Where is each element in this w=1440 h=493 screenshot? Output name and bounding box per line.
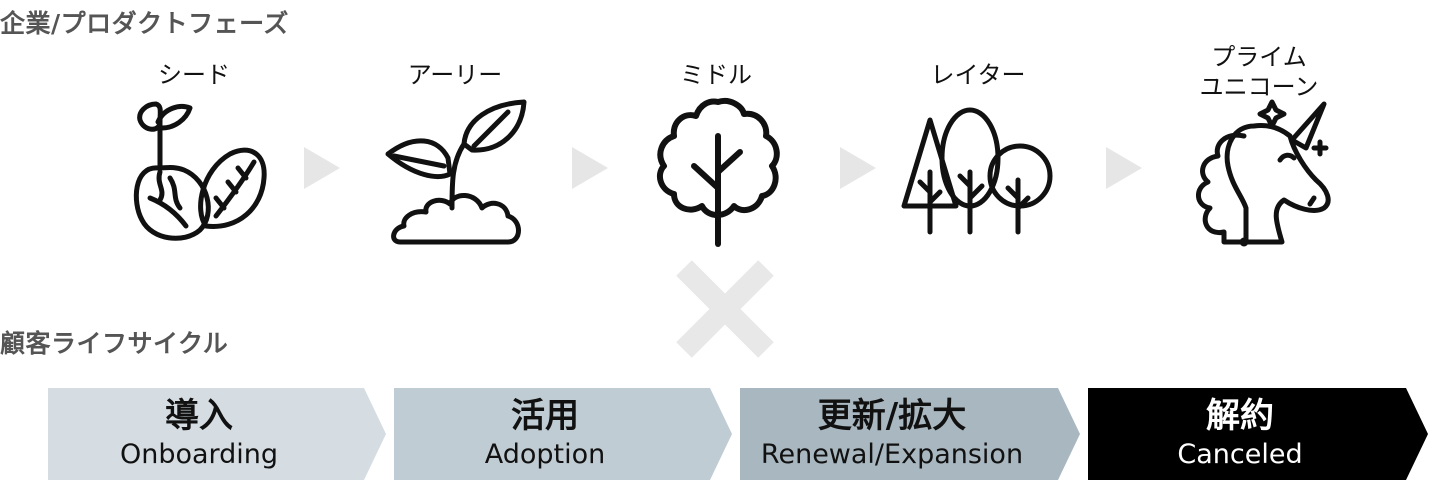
lifecycle-stage-adoption: 活用 Adoption [394, 388, 732, 480]
phase-arrow-2 [572, 147, 608, 189]
unicorn-icon [1184, 96, 1344, 247]
stage-jp-label: 導入 [165, 396, 233, 437]
stage-jp-label: 更新/拡大 [817, 396, 967, 437]
lifecycle-stage-canceled: 解約 Canceled [1088, 388, 1428, 480]
sprout-icon [378, 96, 538, 246]
forest-icon [900, 102, 1060, 252]
phase-label-prime-unicorn: プライム ユニコーン [1199, 43, 1319, 101]
phase-label-middle: ミドル [680, 61, 752, 89]
lifecycle-stage-onboarding: 導入 Onboarding [48, 388, 386, 480]
phase-label-seed: シード [158, 61, 230, 89]
phase-label-later: レイター [930, 61, 1026, 89]
stage-jp-label: 解約 [1206, 396, 1274, 437]
stage-en-label: Adoption [484, 438, 606, 470]
lifecycle-stage-renewal-expansion: 更新/拡大 Renewal/Expansion [740, 388, 1080, 480]
phases-section-title: 企業/プロダクトフェーズ [0, 9, 289, 38]
phase-label-early: アーリー [407, 61, 503, 89]
phase-arrow-4 [1106, 147, 1142, 189]
stage-en-label: Canceled [1177, 438, 1303, 470]
phase-arrow-1 [304, 147, 340, 189]
multiply-cross-icon [676, 260, 774, 358]
seed-sprout-icon [120, 98, 280, 248]
stage-en-label: Onboarding [119, 438, 279, 470]
phase-arrow-3 [840, 147, 876, 189]
lifecycle-section-title: 顧客ライフサイクル [0, 329, 229, 358]
stage-en-label: Renewal/Expansion [760, 438, 1024, 470]
stage-jp-label: 活用 [511, 396, 579, 437]
tree-icon [638, 96, 798, 247]
